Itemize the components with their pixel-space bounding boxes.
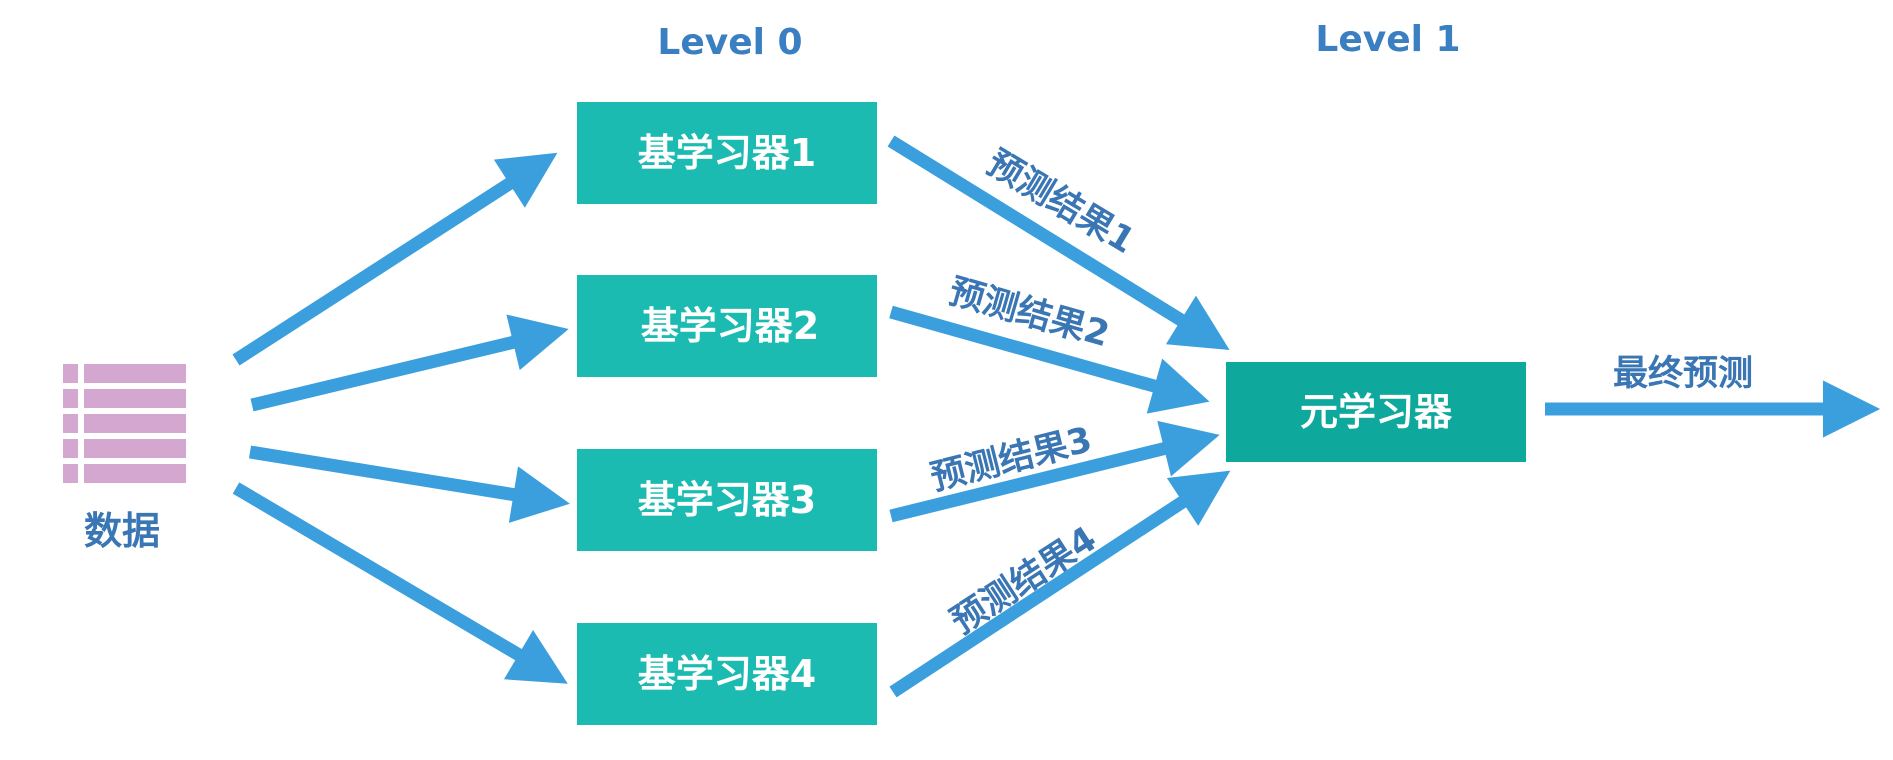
arrow-data-to-base-2 <box>250 314 569 412</box>
arrow-data-to-base-1 <box>232 152 558 366</box>
base-learner-1-label: 基学习器1 <box>638 131 816 175</box>
base-learner-4: 基学习器4 <box>577 623 877 725</box>
base-learner-2-label: 基学习器2 <box>641 304 819 348</box>
meta-learner-label: 元学习器 <box>1300 390 1453 434</box>
base-learner-2: 基学习器2 <box>577 275 877 377</box>
arrow-base-3-to-meta <box>889 420 1220 523</box>
final-prediction-label: 最终预测 <box>1613 354 1753 394</box>
level-0-heading: Level 0 <box>657 22 802 63</box>
table-icon <box>63 364 186 483</box>
arrow-data-to-base-4 <box>232 482 568 684</box>
arrow-base-2-to-meta <box>889 305 1210 414</box>
data-label: 数据 <box>84 509 160 553</box>
base-learner-4-label: 基学习器4 <box>638 652 816 696</box>
arrow-base-4-to-meta <box>889 470 1231 698</box>
arrow-base-1-to-meta <box>887 135 1230 351</box>
base-learner-3-label: 基学习器3 <box>638 478 816 522</box>
meta-learner: 元学习器 <box>1226 362 1526 462</box>
level-1-heading: Level 1 <box>1315 19 1460 60</box>
base-learner-3: 基学习器3 <box>577 449 877 551</box>
prediction-2-label: 预测结果2 <box>945 272 1114 356</box>
base-learner-1: 基学习器1 <box>577 102 877 204</box>
prediction-4-label: 预测结果4 <box>944 519 1104 642</box>
arrow-data-to-base-3 <box>248 445 570 523</box>
